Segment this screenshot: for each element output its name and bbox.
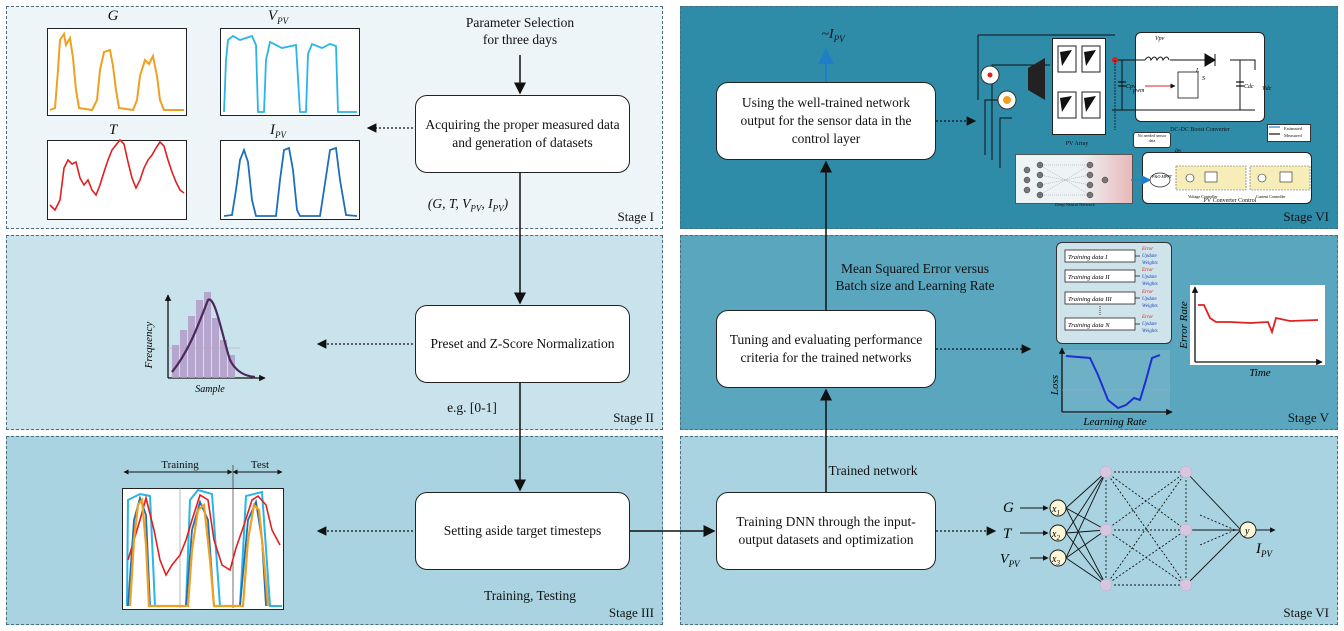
loss-ylabel: Loss bbox=[1049, 375, 1061, 396]
svg-text:x2: x2 bbox=[1051, 529, 1060, 542]
pv-array-label: PV Array bbox=[1065, 141, 1089, 147]
vpv-curve bbox=[223, 34, 357, 113]
svg-text:Current Controller: Current Controller bbox=[1256, 194, 1286, 199]
trained-network-text: Trained network bbox=[828, 463, 918, 478]
hist-ylabel: Frequency bbox=[143, 322, 155, 370]
svg-text:S: S bbox=[1202, 76, 1205, 82]
t-plot-title: T bbox=[108, 122, 118, 138]
ipv-curve bbox=[223, 146, 358, 217]
stage-6-top-label: Stage VI bbox=[1283, 209, 1329, 224]
svg-text:Training data I: Training data I bbox=[1068, 254, 1108, 261]
control-label: PV Converter Control bbox=[1203, 198, 1257, 204]
svg-text:Cdc: Cdc bbox=[1244, 84, 1254, 90]
converter-block bbox=[1135, 32, 1265, 122]
svg-text:T: T bbox=[1003, 526, 1013, 542]
svg-text:L: L bbox=[1195, 68, 1200, 74]
svg-text:x3: x3 bbox=[1051, 554, 1060, 567]
svg-text:Weights: Weights bbox=[1142, 282, 1158, 287]
svg-text:Weights: Weights bbox=[1142, 329, 1158, 334]
training-testing-text: Training, Testing bbox=[483, 588, 577, 603]
svg-text:Vdc: Vdc bbox=[1262, 86, 1272, 92]
test-label: Test bbox=[250, 459, 270, 471]
tuning-box: Tuning and evaluating performance criter… bbox=[716, 310, 936, 388]
svg-text:Training data N: Training data N bbox=[1068, 322, 1110, 329]
acquire-data-box: Acquiring the proper measured data and g… bbox=[415, 95, 630, 173]
preset-normalization-box: Preset and Z-Score Normalization bbox=[415, 305, 630, 383]
mse-title: Mean Squared Error versus Batch size and… bbox=[835, 261, 995, 293]
stage-1-label: Stage I bbox=[617, 209, 654, 224]
train-label: Training bbox=[161, 459, 199, 471]
svg-text:Error: Error bbox=[1141, 268, 1153, 273]
loss-curve bbox=[1065, 354, 1161, 410]
svg-text:Training data III: Training data III bbox=[1068, 296, 1113, 303]
svg-text:x1: x1 bbox=[1051, 504, 1060, 517]
svg-text:Error: Error bbox=[1141, 315, 1153, 320]
g-curve bbox=[49, 31, 184, 112]
param-selection-text: Parameter Selection for three days bbox=[465, 15, 575, 47]
svg-text:Weights: Weights bbox=[1142, 261, 1158, 266]
svg-text:Update: Update bbox=[1142, 297, 1158, 302]
error-plot-bg bbox=[1190, 285, 1325, 365]
loss-xlabel: Learning Rate bbox=[1082, 416, 1146, 428]
hist-xlabel: Sample bbox=[195, 384, 225, 395]
t-mini-plot bbox=[47, 140, 187, 220]
error-xlabel: Time bbox=[1249, 367, 1271, 379]
circuit-diagram: PV Array DC-DC Boost Converter Estimated… bbox=[965, 26, 1330, 207]
deep-network-label: Deep Neural Network bbox=[1055, 202, 1095, 207]
svg-text:Update: Update bbox=[1142, 322, 1158, 327]
svg-text:y: y bbox=[1244, 526, 1250, 537]
svg-text:Update: Update bbox=[1142, 275, 1158, 280]
g-plot-title: G bbox=[107, 8, 119, 24]
svg-text:Update: Update bbox=[1142, 254, 1158, 259]
params-tuple-text: (G, T, VPV, IPV) bbox=[427, 196, 509, 214]
deep-network-block bbox=[1015, 154, 1133, 204]
histogram bbox=[164, 292, 266, 382]
neural-network bbox=[1020, 465, 1276, 592]
svg-text:Vpv: Vpv bbox=[1155, 36, 1165, 42]
eg-range-text: e.g. [0-1] bbox=[447, 400, 497, 415]
error-curve bbox=[1198, 304, 1319, 335]
t-curve bbox=[49, 138, 185, 212]
svg-text:P&O MPPT: P&O MPPT bbox=[1151, 174, 1173, 179]
svg-text:VPV: VPV bbox=[1000, 552, 1021, 569]
stage-3-label: Stage III bbox=[608, 605, 654, 620]
svg-text:Cpv: Cpv bbox=[1126, 84, 1136, 90]
training-dnn-box: Training DNN through the input-output da… bbox=[716, 492, 936, 570]
ipv-estimate-label: ~IPV bbox=[821, 27, 845, 44]
stage-6-bottom-label: Stage VI bbox=[1283, 605, 1329, 620]
using-network-box: Using the well-trained network output fo… bbox=[716, 82, 936, 160]
svg-text:Error: Error bbox=[1141, 247, 1153, 252]
loss-plot-bg bbox=[1062, 350, 1170, 414]
svg-text:G: G bbox=[1003, 500, 1014, 516]
svg-text:Training data II: Training data II bbox=[1068, 274, 1110, 281]
svg-text:IPV: IPV bbox=[1255, 541, 1273, 559]
no-sensor-note: No needed sensor data bbox=[1133, 132, 1171, 148]
svg-text:Weights: Weights bbox=[1142, 304, 1158, 309]
training-data-list bbox=[1064, 249, 1140, 331]
svg-text:Error: Error bbox=[1141, 290, 1153, 295]
ipv-plot-title: IPV bbox=[270, 122, 286, 140]
error-ylabel: Error Rate bbox=[1178, 301, 1190, 350]
stage-5-label: Stage V bbox=[1287, 410, 1329, 425]
vpv-plot-title: VPV bbox=[267, 8, 289, 26]
svg-text:pwm: pwm bbox=[1132, 88, 1145, 94]
svg-text:Voltage Controller: Voltage Controller bbox=[1188, 194, 1218, 199]
stage-2-label: Stage II bbox=[613, 410, 654, 425]
converter-label: DC-DC Boost Converter bbox=[1170, 127, 1230, 133]
svg-text:Ipv: Ipv bbox=[1174, 149, 1182, 154]
setting-timesteps-box: Setting aside target timesteps bbox=[415, 492, 630, 570]
